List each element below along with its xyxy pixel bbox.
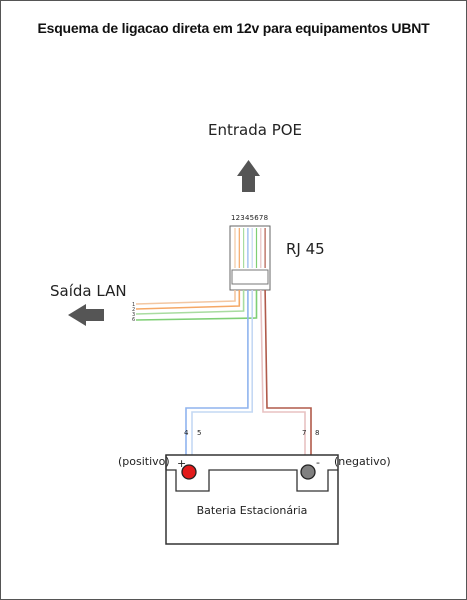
minus-sign: - [316,456,320,469]
battery-label: Bateria Estacionária [196,504,308,517]
wires [135,289,312,465]
entrada-poe-label: Entrada POE [208,121,303,139]
positive-terminal [181,464,197,480]
wire-pin-4 [185,290,249,465]
rj45-label: RJ 45 [286,240,325,258]
wire-number-5: 5 [197,429,201,437]
battery: + - [165,454,339,545]
wire-pin-7 [260,289,306,465]
lan-pin-6: 6 [132,317,135,323]
lan-pin-2: 2 [132,307,135,313]
negativo-label: (negativo) [334,455,391,468]
wire-pin-1 [135,290,236,305]
wire-pin-6 [135,290,258,321]
plus-sign: + [177,457,186,470]
negative-terminal [300,464,316,480]
saida-lan-label: Saída LAN [50,282,127,300]
diagram-title: Esquema de ligacao direta em 12v para eq… [37,20,430,36]
wire-pin-5 [191,290,253,465]
wire-number-4: 4 [184,429,189,437]
rj45-pin-numbers: 12345678 [231,214,269,222]
rj45-connector [229,225,271,291]
lan-pin-3: 3 [132,312,135,318]
wire-pin-3 [135,290,245,315]
wire-pin-2 [135,290,241,310]
arrow-up-icon [237,160,260,192]
wire-number-8: 8 [315,429,319,437]
arrow-left-icon [68,304,104,326]
wire-number-7: 7 [302,429,306,437]
wire-pin-8 [264,289,312,465]
lan-pin-1: 1 [132,302,135,308]
positivo-label: (positivo) [118,455,170,468]
